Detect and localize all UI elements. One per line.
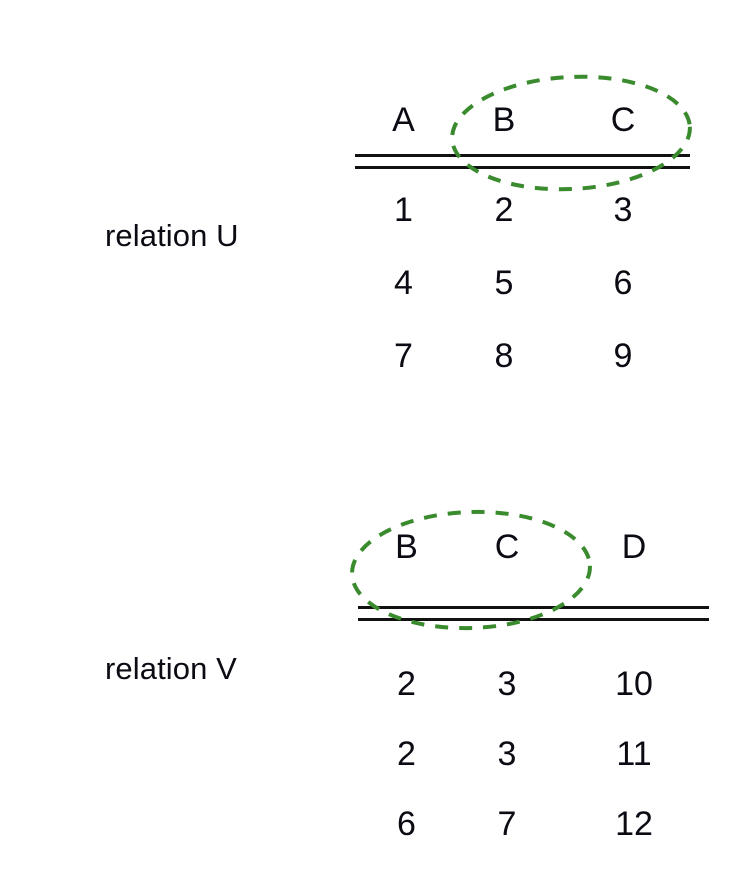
cell-v-r1-b: 2 [397,735,416,773]
cell-u-r2-c: 9 [613,336,633,375]
double-rule [358,605,709,621]
cell-v-r2-d: 12 [615,805,653,843]
table-row: 7 8 9 [355,319,690,392]
column-header-c: C [494,528,520,566]
table-row: 2 3 11 [358,719,709,789]
relation-u-table: A B C 1 2 3 4 5 6 [355,88,690,392]
relation-v-header-row: B C D [358,515,709,579]
cell-v-r1-d: 11 [616,735,652,773]
column-header-b: B [492,101,516,139]
relation-u-label: relation U [105,218,239,253]
relation-u-header-rule [355,152,690,173]
double-rule [355,154,690,169]
table-row: 1 2 3 [355,173,690,246]
table-row: 6 7 12 [358,789,709,859]
relation-u-header-row: A B C [355,88,690,152]
cell-v-r2-c: 7 [497,805,517,843]
cell-v-r1-c: 3 [497,735,517,773]
relation-u-block: relation U A B C 1 2 [0,78,730,408]
cell-v-r0-c: 3 [497,665,517,703]
relation-v-header-rule [358,579,709,649]
cell-v-r0-d: 10 [615,665,653,703]
column-header-d: D [621,528,647,566]
double-rule-cell [355,152,690,173]
cell-u-r2-a: 7 [394,336,413,375]
table-row: 4 5 6 [355,246,690,319]
cell-u-r1-a: 4 [394,263,413,302]
double-rule-cell [358,579,709,649]
column-header-a: A [392,101,415,139]
table-row: 2 3 10 [358,649,709,719]
relation-v-block: relation V B C D 2 3 [0,505,730,850]
cell-u-r0-c: 3 [613,190,633,229]
column-header-b: B [395,528,418,566]
cell-u-r2-b: 8 [494,336,514,375]
cell-u-r1-b: 5 [494,263,514,302]
column-header-c: C [610,101,636,139]
cell-u-r0-b: 2 [494,190,514,229]
relation-v-table: B C D 2 3 10 2 3 [358,515,709,859]
cell-u-r1-c: 6 [613,263,633,302]
cell-u-r0-a: 1 [394,190,413,229]
relation-v-label: relation V [105,651,237,686]
cell-v-r2-b: 6 [397,805,416,843]
cell-v-r0-b: 2 [397,665,416,703]
